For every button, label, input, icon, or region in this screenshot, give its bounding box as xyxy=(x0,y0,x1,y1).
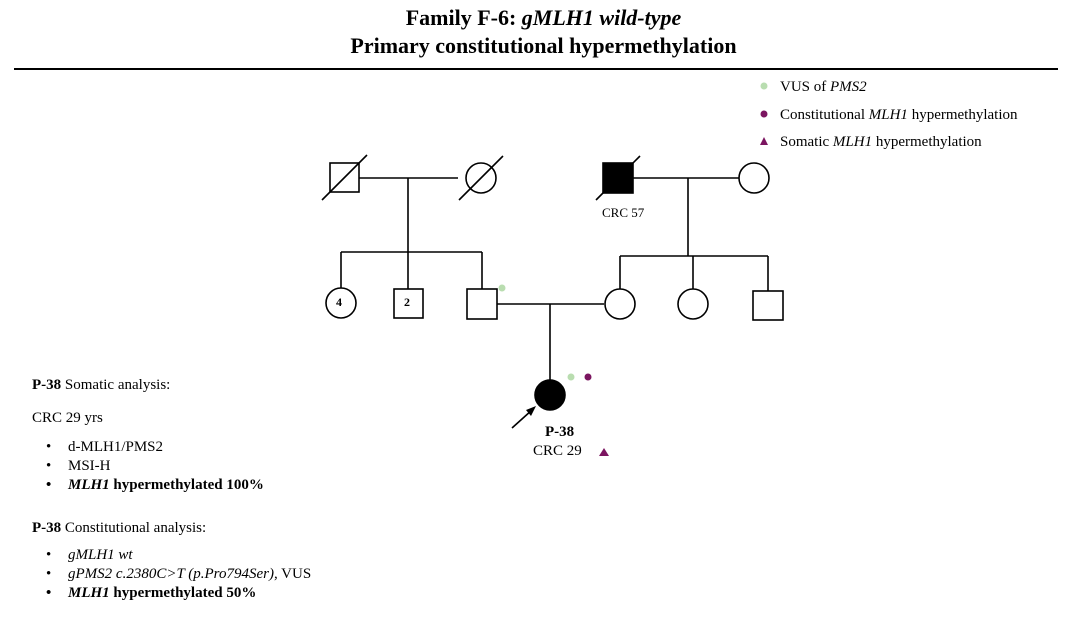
title-divider xyxy=(14,68,1058,70)
proband-arrow-icon xyxy=(511,406,536,429)
purple-dot-icon xyxy=(760,106,780,124)
constitutional-heading-text: Constitutional analysis: xyxy=(61,520,207,536)
somatic-id: P-38 xyxy=(32,377,62,393)
legend-item-somatic: Somatic MLH1 hypermethylation xyxy=(760,133,982,151)
maternal-grandmother-symbol xyxy=(738,162,770,194)
legend-text: hypermethylation xyxy=(872,134,982,150)
legend-text: Somatic xyxy=(780,134,833,150)
list-item-italic: MLH1 xyxy=(68,585,110,601)
proband-id: P-38 xyxy=(545,424,575,440)
somatic-analysis-panel: P-38 Somatic analysis: CRC 29 yrs d-MLH1… xyxy=(32,376,264,495)
list-item: MLH1 hypermethylated 100% xyxy=(32,476,264,495)
somatic-heading: P-38 Somatic analysis: xyxy=(32,376,264,395)
paternal-grandfather-symbol xyxy=(321,154,368,201)
maternal-uncle-symbol xyxy=(752,290,784,321)
green-dot-icon xyxy=(760,78,780,96)
father-symbol xyxy=(466,288,498,320)
proband-symbol xyxy=(534,379,566,411)
somatic-heading-text: Somatic analysis: xyxy=(61,377,171,393)
maternal-grandfather-label: CRC 57 xyxy=(602,205,645,220)
proband-label: CRC 29 xyxy=(533,443,582,459)
list-item: MSI-H xyxy=(32,457,264,476)
paternal-uncles-symbol xyxy=(393,288,424,319)
legend-item-constitutional: Constitutional MLH1 hypermethylation xyxy=(760,106,1018,124)
proband-vus-marker xyxy=(567,373,575,381)
constitutional-analysis-panel: P-38 Constitutional analysis: gMLH1 wt g… xyxy=(32,519,311,603)
legend-text: VUS of xyxy=(780,79,831,95)
title-italic: gMLH1 wild-type xyxy=(521,5,682,30)
page-subtitle: Primary constitutional hypermethylation xyxy=(350,33,737,58)
legend-text-italic: PMS2 xyxy=(830,79,867,95)
legend-text: Constitutional xyxy=(780,107,869,123)
legend-text-italic: MLH1 xyxy=(868,107,908,123)
legend-text: hypermethylation xyxy=(907,107,1018,123)
somatic-subheading: CRC 29 yrs xyxy=(32,410,103,426)
list-item: MLH1 hypermethylated 50% xyxy=(32,584,311,603)
list-item-text: hypermethylated 50% xyxy=(109,585,257,601)
somatic-list: d-MLH1/PMS2 MSI-H MLH1 hypermethylated 1… xyxy=(32,438,264,495)
list-item-text: MSI-H xyxy=(68,458,111,474)
list-item-text: hypermethylated 100% xyxy=(109,477,264,493)
list-item-text: d-MLH1/PMS2 xyxy=(68,439,164,455)
list-item-text: , VUS xyxy=(273,566,312,582)
proband-somatic-marker xyxy=(599,448,609,456)
proband-constitutional-marker xyxy=(584,373,592,381)
constitutional-heading: P-38 Constitutional analysis: xyxy=(32,519,311,538)
legend-item-vus: VUS of PMS2 xyxy=(760,78,867,96)
paternal-uncles-count: 2 xyxy=(404,295,410,309)
maternal-aunt-symbol xyxy=(677,288,709,320)
list-item: gMLH1 wt xyxy=(32,546,311,565)
legend-text-italic: MLH1 xyxy=(832,134,873,150)
maternal-grandfather-symbol xyxy=(595,155,641,201)
mother-symbol xyxy=(604,288,636,320)
list-item-italic: MLH1 xyxy=(68,477,110,493)
list-item-italic: gMLH1 wt xyxy=(68,547,133,563)
father-vus-marker xyxy=(498,284,506,292)
constitutional-list: gMLH1 wt gPMS2 c.2380C>T (p.Pro794Ser), … xyxy=(32,546,311,603)
paternal-aunts-count: 4 xyxy=(336,295,342,309)
paternal-grandmother-symbol xyxy=(458,155,504,201)
list-item-italic: gPMS2 c.2380C>T (p.Pro794Ser) xyxy=(68,566,274,582)
page-title: Family F-6: gMLH1 wild-type xyxy=(0,4,1087,32)
purple-triangle-icon xyxy=(760,133,780,151)
paternal-aunts-symbol xyxy=(325,287,357,319)
list-item: gPMS2 c.2380C>T (p.Pro794Ser), VUS xyxy=(32,565,311,584)
constitutional-id: P-38 xyxy=(32,520,62,536)
list-item: d-MLH1/PMS2 xyxy=(32,438,264,457)
title-prefix: Family F-6: xyxy=(405,5,522,30)
